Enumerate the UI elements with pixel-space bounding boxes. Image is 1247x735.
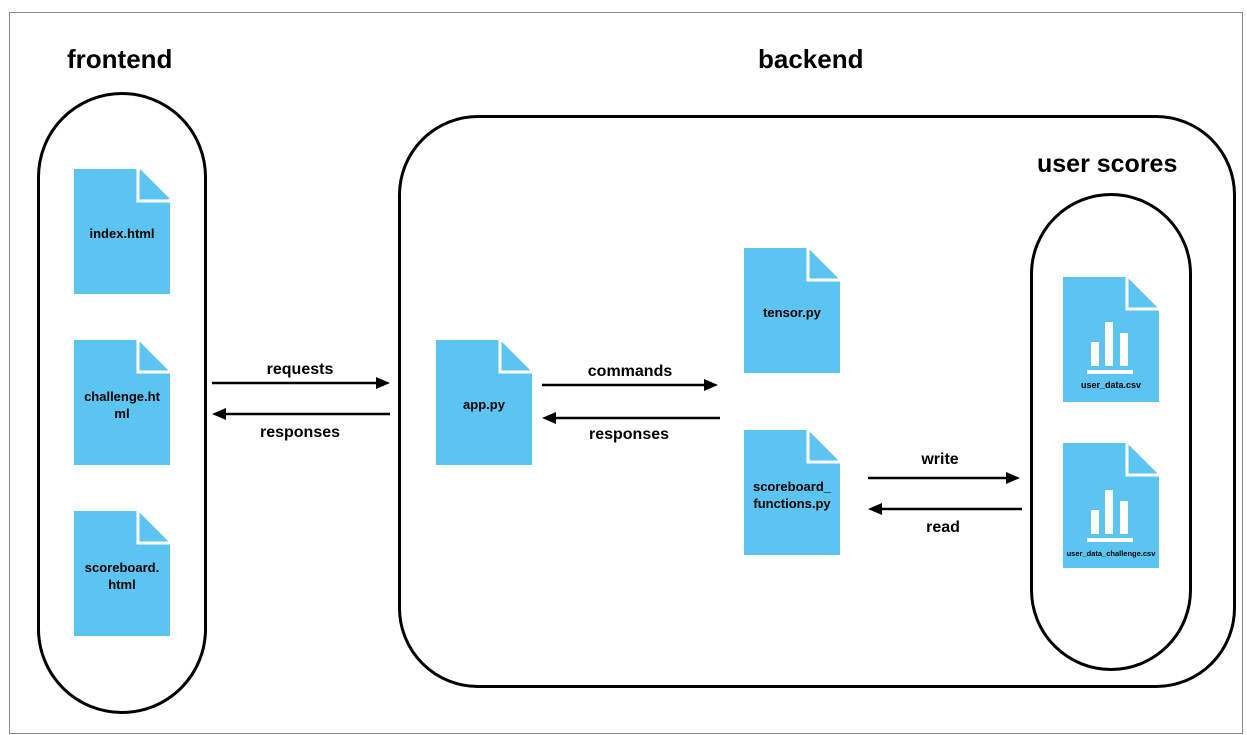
write-label: write (921, 451, 959, 468)
requests-label: requests (266, 361, 334, 378)
app-py-file[interactable]: app.py (436, 340, 532, 465)
backend-heading: backend (758, 44, 864, 74)
responses-back-label: responses (588, 426, 670, 443)
document-icon (74, 511, 170, 636)
diagram-frame (9, 12, 1243, 734)
file-label: user_data_challenge.csv (1066, 549, 1156, 558)
frontend-heading: frontend (67, 44, 173, 74)
file-label: tensor.py (763, 305, 821, 320)
scoreboard-html-file[interactable]: scoreboard. html (74, 511, 170, 636)
tensor-py-file[interactable]: tensor.py (744, 248, 840, 373)
challenge-html-file[interactable]: challenge.ht ml (74, 340, 170, 465)
spreadsheet-chart-icon (1063, 443, 1159, 568)
read-label: read (926, 519, 960, 536)
responses-front-label: responses (259, 424, 341, 441)
read-arrow (868, 503, 1022, 515)
file-label: challenge.ht ml (84, 389, 160, 421)
file-label: scoreboard. html (84, 560, 160, 592)
frontend-container (37, 92, 207, 714)
commands-arrow (542, 379, 718, 391)
responses-back-arrow (542, 412, 720, 424)
write-arrow (868, 472, 1020, 484)
scoreboard-functions-py-file[interactable]: scoreboard_ functions.py (744, 430, 840, 555)
user-data-challenge-csv-file[interactable]: user_data_challenge.csv (1063, 443, 1159, 568)
document-icon (744, 430, 840, 555)
file-label: index.html (89, 226, 155, 241)
file-label: scoreboard_ functions.py (752, 479, 832, 511)
document-icon (74, 340, 170, 465)
document-icon (74, 169, 170, 294)
file-label: user_data.csv (1080, 380, 1142, 390)
document-icon (744, 248, 840, 373)
commands-label: commands (587, 363, 673, 380)
user-scores-heading: user scores (1037, 150, 1178, 178)
backend-container (398, 115, 1236, 688)
user-data-csv-file[interactable]: user_data.csv (1063, 277, 1159, 402)
user-scores-container (1030, 193, 1192, 671)
spreadsheet-chart-icon (1063, 277, 1159, 402)
requests-arrow (212, 377, 390, 389)
index-html-file[interactable]: index.html (74, 169, 170, 294)
responses-front-arrow (212, 408, 390, 420)
document-icon (436, 340, 532, 465)
file-label: app.py (463, 397, 505, 412)
